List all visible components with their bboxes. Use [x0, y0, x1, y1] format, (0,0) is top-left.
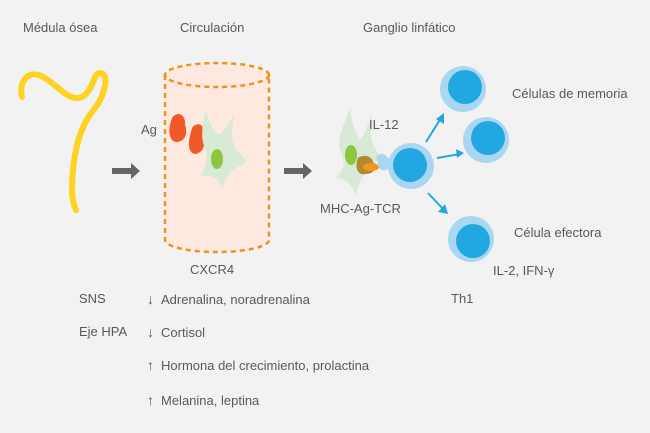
tcr-icon — [363, 163, 379, 171]
antigen-label: Ag — [141, 122, 157, 137]
nucleus-icon — [211, 149, 223, 169]
th1-label: Th1 — [451, 291, 474, 306]
regulator-system: SNS — [79, 291, 106, 306]
section-title-circulation: Circulación — [180, 20, 245, 35]
regulator-item: ↑ Melanina, leptina — [147, 392, 259, 408]
regulator-item: ↑ Hormona del crecimiento, prolactina — [147, 357, 369, 373]
cxcr4-label: CXCR4 — [190, 262, 235, 277]
effector-cytokines-label: IL-2, IFN-γ — [493, 263, 555, 278]
regulator-text: Cortisol — [161, 325, 206, 340]
memory-cell-icon — [440, 66, 486, 112]
down-arrow-icon: ↓ — [147, 291, 154, 307]
up-arrow-icon: ↑ — [147, 357, 154, 373]
differentiation-arrows — [425, 113, 464, 214]
nucleus-icon — [345, 145, 357, 165]
process-arrow-1 — [112, 163, 140, 179]
memory-cells-label: Células de memoria — [512, 86, 628, 101]
il12-label: IL-12 — [369, 117, 399, 132]
tcr-receptor-icon — [376, 154, 391, 171]
effector-cell-icon — [448, 216, 494, 262]
regulator-item: ↓ Adrenalina, noradrenalina — [147, 291, 310, 307]
down-arrow-icon: ↓ — [147, 324, 154, 340]
regulator-text: Melanina, leptina — [161, 393, 260, 408]
section-title-bone-marrow: Médula ósea — [23, 20, 98, 35]
bone-marrow-icon — [18, 69, 109, 213]
up-arrow-icon: ↑ — [147, 392, 154, 408]
effector-cell-label: Célula efectora — [514, 225, 602, 240]
regulator-text: Hormona del crecimiento, prolactina — [161, 358, 370, 373]
dendritic-cell-icon — [200, 110, 246, 188]
mhc-ag-tcr-label: MHC-Ag-TCR — [320, 201, 401, 216]
regulator-item: ↓ Cortisol — [147, 324, 205, 340]
t-cell-icon — [388, 143, 434, 189]
memory-cell-icon — [463, 117, 509, 163]
process-arrow-2 — [284, 163, 312, 179]
section-title-lymph-node: Ganglio linfático — [363, 20, 456, 35]
regulator-text: Adrenalina, noradrenalina — [161, 292, 310, 307]
dendritic-cell-icon — [336, 108, 379, 195]
regulator-system: Eje HPA — [79, 324, 128, 339]
antigen-icon — [169, 114, 187, 143]
antigen-icon — [188, 124, 205, 154]
